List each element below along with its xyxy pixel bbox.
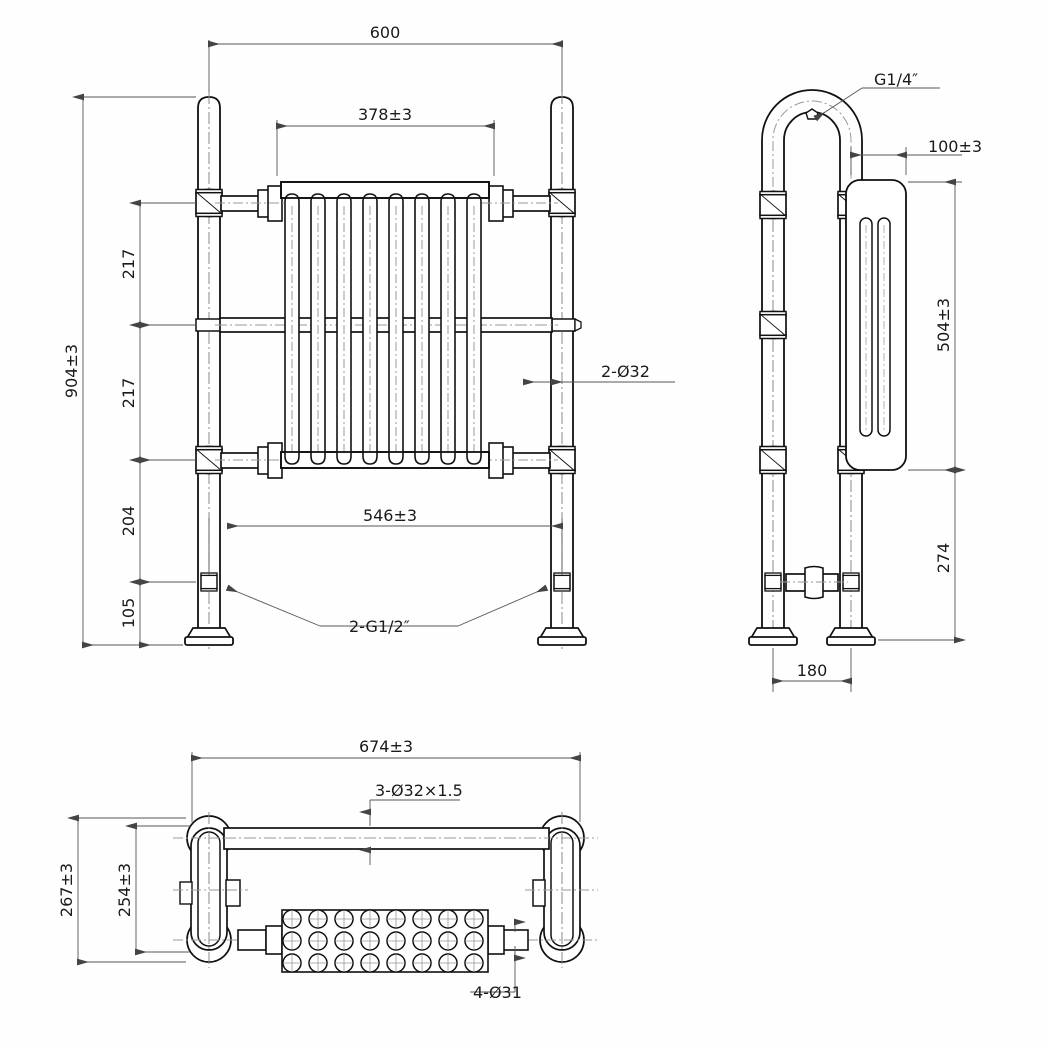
side-cross-brace	[780, 565, 848, 600]
dim-plan-length: 674±3	[359, 737, 413, 756]
dim-foot-height: 105	[119, 598, 138, 629]
dim-foot-spacing: 546±3	[363, 506, 417, 525]
callout-hole-spec: 4-Ø31	[473, 983, 522, 1002]
dim-upper-gap: 217	[119, 249, 138, 280]
plan-fin-circles	[282, 909, 484, 973]
plan-top-rail	[223, 827, 550, 850]
dim-plan-depth: 267±3	[57, 863, 76, 917]
side-radiator-panel	[845, 179, 907, 471]
callout-inlet-thread: 2-G1/2″	[349, 617, 410, 636]
callout-vent-thread: G1/4″	[874, 70, 918, 89]
dim-plan-inner-depth: 254±3	[115, 863, 134, 917]
dim-top-offset: 100±3	[928, 137, 982, 156]
side-elevation-view: G1/4″ 100±3 504±3 274 180	[748, 70, 982, 692]
dim-panel-height: 504±3	[934, 298, 953, 352]
dim-radiator-width: 378±3	[358, 105, 412, 124]
dim-mid-gap: 217	[119, 378, 138, 409]
dim-lower-gap: 204	[119, 506, 138, 537]
dim-overall-height: 904±3	[62, 344, 81, 398]
front-elevation-view: 600 378±3 904±3 217 217 204 105 2-Ø32 54…	[62, 23, 675, 650]
front-radiator-body	[280, 181, 490, 469]
plan-right-stand	[510, 812, 598, 968]
front-right-post	[537, 92, 587, 650]
dim-leg-height: 274	[934, 543, 953, 574]
side-dimensions	[772, 87, 966, 692]
dim-side-foot-spacing: 180	[797, 661, 828, 680]
plan-view: 674±3 267±3 254±3 3-Ø32×1.5 4-Ø31	[57, 737, 598, 1002]
callout-tube-spec: 3-Ø32×1.5	[375, 781, 463, 800]
front-upper-connectors	[215, 185, 558, 222]
plan-left-stand	[173, 812, 256, 968]
front-lower-connectors	[215, 442, 558, 479]
dim-overall-width: 600	[370, 23, 401, 42]
front-middle-rail	[215, 317, 558, 333]
callout-post-diameter: 2-Ø32	[601, 362, 650, 381]
front-dimensions	[72, 40, 675, 649]
plan-dimensions	[67, 752, 581, 993]
plan-radiator-bank	[237, 909, 529, 973]
